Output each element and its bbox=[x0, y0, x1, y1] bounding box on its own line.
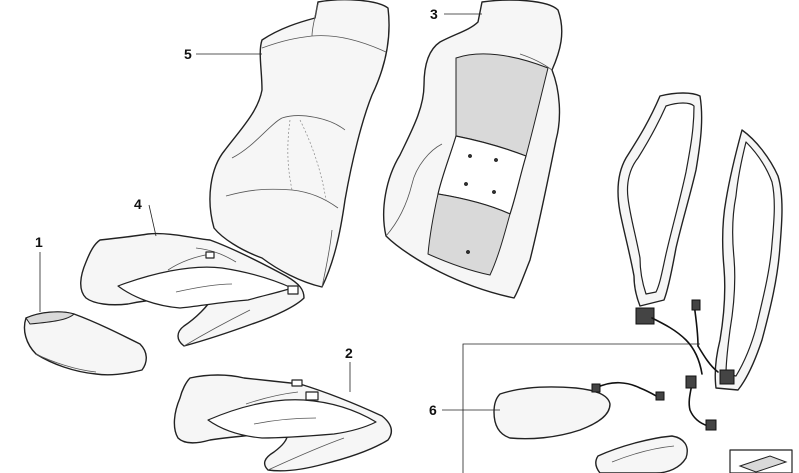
part-seat-padding[interactable] bbox=[173, 374, 393, 472]
callout-4: 4 bbox=[134, 196, 142, 212]
part-side-module-wiring[interactable] bbox=[493, 299, 719, 473]
callout-5: 5 bbox=[184, 46, 192, 62]
part-backrest-padding[interactable] bbox=[383, 0, 563, 299]
callout-6: 6 bbox=[429, 402, 437, 418]
part-side-bolster-frames[interactable] bbox=[617, 92, 783, 391]
part-6-group-bracket bbox=[462, 343, 700, 473]
callout-1: 1 bbox=[35, 234, 43, 250]
part-thigh-support-pad[interactable] bbox=[23, 311, 147, 376]
leader-lines bbox=[39, 13, 500, 411]
arrow-symbol-icon bbox=[729, 449, 793, 473]
callout-2: 2 bbox=[345, 345, 353, 361]
part-backrest-cover[interactable] bbox=[209, 0, 390, 288]
part-seat-cover[interactable] bbox=[80, 232, 305, 347]
callout-3: 3 bbox=[430, 6, 438, 22]
